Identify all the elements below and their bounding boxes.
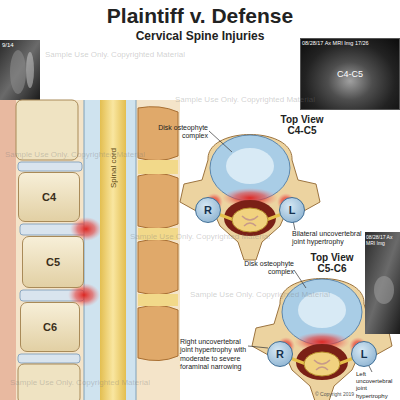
mri-image: C4-C5 [300,38,400,110]
lamina [138,239,178,294]
mri-header: 9/14 [2,42,38,49]
lamina [138,173,178,228]
watermark: Sample Use Only. Copyrighted Material [45,50,185,60]
foramen-circle: R [267,341,293,367]
mri-texture [374,276,394,304]
vertebra-body: C6 [20,302,80,352]
disk [18,354,80,363]
csf-space [126,100,136,400]
watermark: Sample Use Only. Copyrighted Material [5,150,145,160]
watermark: Sample Use Only. Copyrighted Material [190,290,330,300]
foramen-circle: L [351,341,377,367]
watermark: Sample Use Only. Copyrighted Material [130,232,270,242]
vertebra-body: C4 [18,172,80,222]
lamina [138,305,178,360]
spinal-cord: Spinal cord [100,100,126,400]
ligamentum-flavum [138,294,178,306]
node-text: L [289,204,296,216]
tissue-background [0,100,180,400]
ligamentum-flavum [138,160,178,174]
leader-line [209,131,232,152]
callout-text: Right uncovertebral joint hypertrophy wi… [180,338,248,372]
anterior-tissue [0,100,16,400]
dura-line [136,100,137,400]
node-text: L [361,348,368,360]
node-text: R [204,204,212,216]
panel-heading: Top View C5-C6 [307,252,357,274]
mri-texture [26,52,34,88]
foramen-circle: L [279,197,305,223]
node-text: C6 [43,321,57,333]
mri-header: 08/28/17 Ax MRI Img 17/26 [302,40,398,47]
mri-header: 08/28/17 Ax MRI Img [366,234,400,246]
callout-text: Left uncovertebral joint hypertrophy [356,371,400,400]
disk [18,162,82,171]
watermark: Sample Use Only. Copyrighted Material [10,378,150,388]
mri-texture [10,50,26,94]
watermark: Sample Use Only. Copyrighted Material [175,95,315,105]
callout-text: Disk osteophyte complex [150,124,208,141]
vertebra-body: C5 [22,236,84,288]
mri-image [0,40,40,100]
node-text: C4 [42,191,56,203]
leader-line [294,270,306,288]
node-text: R [276,348,284,360]
callout-text: Disk osteophyte complex [232,260,294,277]
node-text: C5 [46,256,60,268]
panel-heading: Top View C4-C5 [277,114,327,136]
copyright-text: © Copyright 2019 [236,391,354,397]
callout-text: Bilateral uncovertebral joint hypertroph… [292,230,362,247]
csf-space [84,100,100,400]
title-text: Plaintiff v. Defense [0,4,400,28]
node-text: C4-C5 [337,69,363,79]
foramen-circle: R [195,197,221,223]
leader-line [248,346,268,348]
mri-image [365,232,400,334]
